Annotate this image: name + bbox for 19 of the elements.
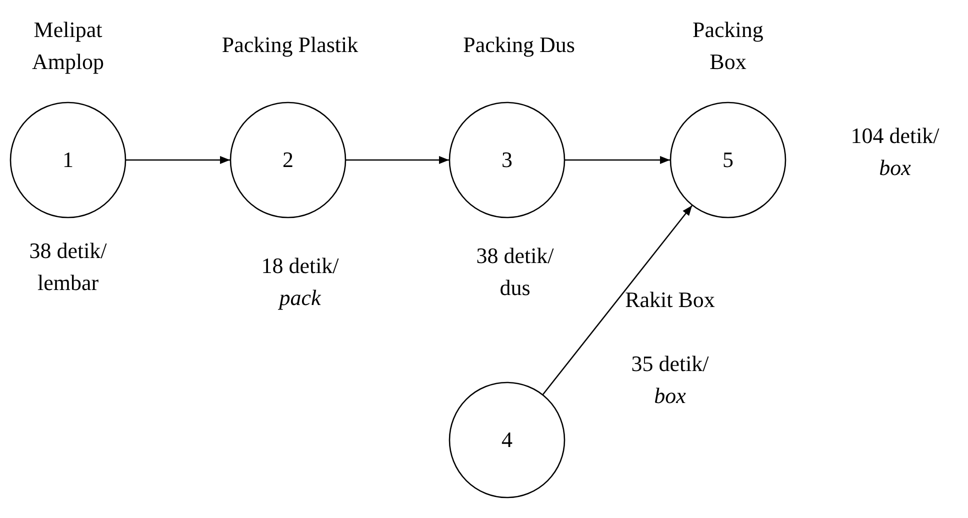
step-number: 2 xyxy=(282,146,294,174)
arrow xyxy=(126,156,230,164)
step-number: 3 xyxy=(500,146,514,174)
step-heading: Packing Dus xyxy=(462,31,576,59)
step-heading: Melipat Amplop xyxy=(30,16,106,76)
time-note: 38 detik/ dus xyxy=(475,242,555,302)
time-note: 38 detik/ lembar xyxy=(28,237,108,297)
arrow xyxy=(346,156,449,164)
time-note: 104 detik/ box xyxy=(850,122,940,182)
step-heading: Packing Box xyxy=(692,16,764,76)
step-heading: Packing Plastik xyxy=(220,31,360,59)
step-number: 1 xyxy=(62,146,74,174)
time-note: 35 detik/ box xyxy=(630,350,710,410)
step-number: 4 xyxy=(500,426,514,454)
time-note: 18 detik/ pack xyxy=(260,252,340,312)
time-note: Rakit Box xyxy=(624,286,716,314)
step-number: 5 xyxy=(722,146,734,174)
arrow xyxy=(565,156,670,164)
arrow xyxy=(542,205,693,395)
